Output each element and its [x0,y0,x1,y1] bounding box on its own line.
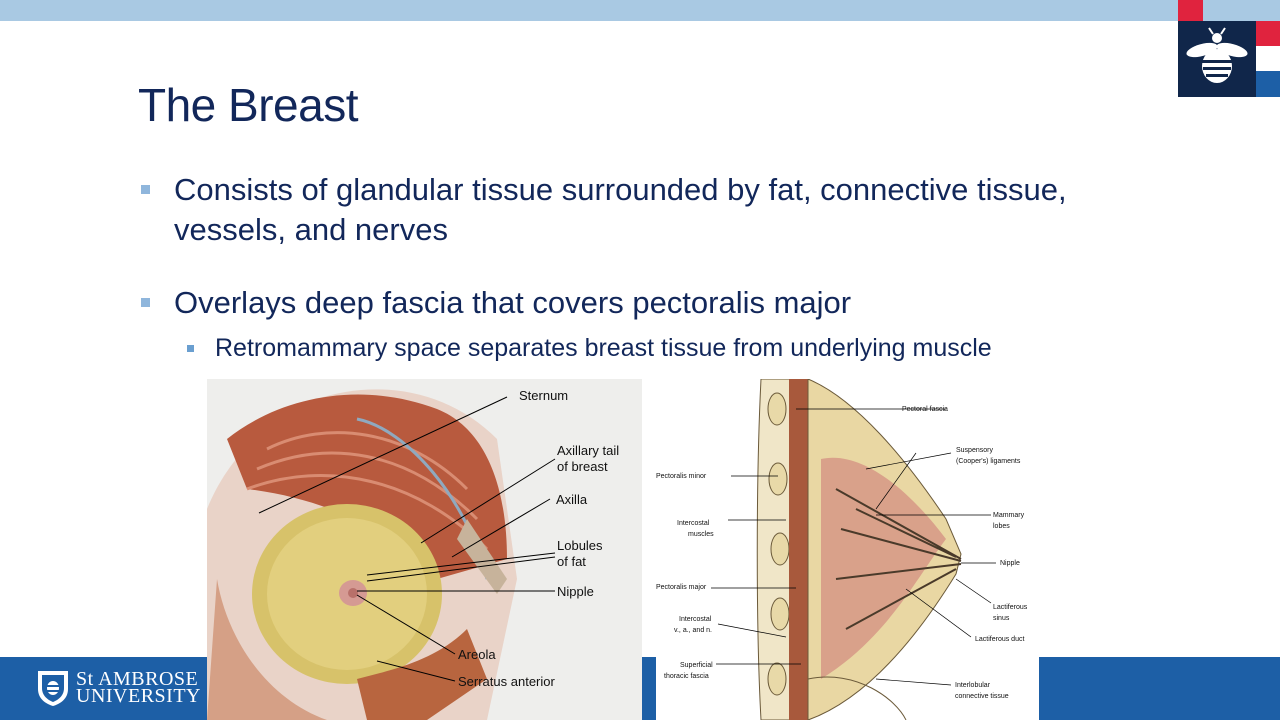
label-pectoral-fascia: Pectoral fascia [902,406,948,413]
label-areola: Areola [458,647,496,662]
label-mammary-2: lobes [993,523,1010,530]
label-superficial-1: Superficial [680,662,713,669]
shield-crest-icon [38,671,68,706]
label-nipple: Nipple [557,584,594,599]
university-name: St AMBROSE UNIVERSITY [76,668,201,707]
label-pectoralis-minor: Pectoralis minor [656,473,707,480]
sub-bullet-square-icon [187,345,194,352]
label-suspensory-1: Suspensory [956,447,993,454]
slide-title: The Breast [138,79,359,131]
label-axillary-tail-2: of breast [557,459,608,474]
label-intercostal-1: Intercostal [677,520,710,527]
label-lobules-1: Lobules [557,538,603,553]
university-name-line2: UNIVERSITY [76,685,201,707]
breast-anterior-illustration: Sternum Axillary tail of breast Axilla L… [207,379,642,720]
bullet-text: Consists of glandular tissue surrounded … [174,172,1067,247]
top-accent-bar [0,0,1280,21]
bullet-item: Consists of glandular tissue surrounded … [138,170,1138,250]
label-intercostal-van-1: Intercostal [679,616,712,623]
label-interlobular-1: Interlobular [955,682,991,689]
label-mammary-1: Mammary [993,512,1025,519]
label-pectoralis-major: Pectoralis major [656,584,707,591]
label-superficial-2: thoracic fascia [664,673,709,680]
label-lactiferous-sinus-1: Lactiferous [993,604,1028,611]
bullet-item: Overlays deep fascia that covers pectora… [138,283,1138,323]
bullet-square-icon [141,298,150,307]
bullet-square-icon [141,185,150,194]
sub-bullet-item: Retromammary space separates breast tiss… [179,331,1138,365]
label-interlobular-2: connective tissue [955,693,1009,700]
breast-sagittal-illustration: Pectoral fascia Suspensory (Cooper's) li… [656,379,1039,720]
bee-logo [1178,0,1280,97]
label-axillary-tail-1: Axillary tail [557,443,620,458]
breast-sagittal-drawing [711,379,996,720]
label-intercostal-2: muscles [688,531,714,538]
university-logo: St AMBROSE UNIVERSITY [36,669,201,707]
bullet-list: Consists of glandular tissue surrounded … [138,170,1138,365]
label-nipple-right: Nipple [1000,560,1020,567]
label-intercostal-van-2: v., a., and n. [674,627,713,634]
bee-icon [1186,27,1248,83]
label-lactiferous-duct: Lactiferous duct [975,636,1025,643]
label-suspensory-2: (Cooper's) ligaments [956,458,1021,465]
label-lobules-2: of fat [557,554,586,569]
breast-anterior-drawing [207,379,642,720]
label-axilla: Axilla [556,492,588,507]
label-lactiferous-sinus-2: sinus [993,615,1010,622]
bullet-text: Overlays deep fascia that covers pectora… [174,285,852,320]
sub-bullet-text: Retromammary space separates breast tiss… [215,334,992,362]
university-name-line1: St AMBROSE [76,668,199,690]
label-sternum: Sternum [519,388,569,403]
label-serratus-anterior: Serratus anterior [458,674,555,689]
